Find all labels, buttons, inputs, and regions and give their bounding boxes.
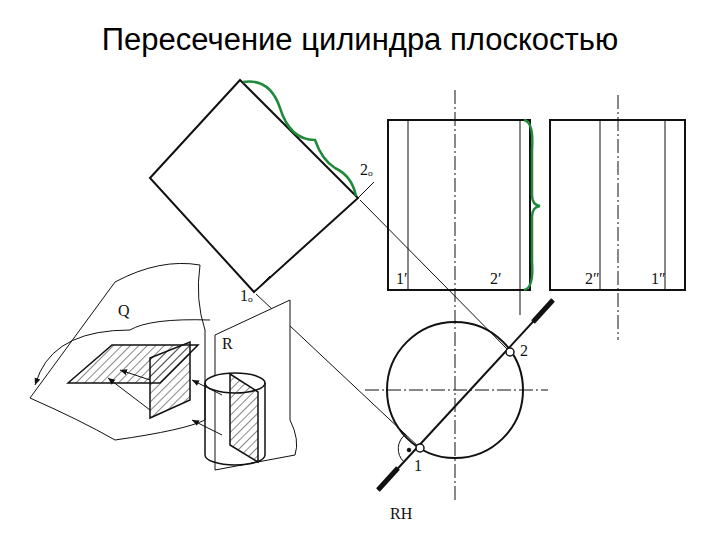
point-label: R <box>222 336 233 352</box>
point-label: 2ₒ <box>360 162 373 178</box>
auxiliary-view <box>150 80 374 292</box>
point-label: 1 <box>414 458 422 474</box>
side-view <box>550 95 685 340</box>
point-label: 1ₒ <box>240 288 253 304</box>
point-label: 2 <box>520 343 528 359</box>
point-label: 1″ <box>651 271 666 287</box>
point-label: 1′ <box>396 271 408 287</box>
point-label: RН <box>390 506 412 522</box>
pictorial-sketch <box>30 263 297 470</box>
point-label: 2′ <box>490 271 502 287</box>
front-view <box>388 90 540 500</box>
slide-title: Пересечение цилиндра плоскостью <box>0 22 720 58</box>
point-label: 2″ <box>585 271 600 287</box>
top-view <box>256 200 553 490</box>
point-label: Q <box>118 303 130 319</box>
